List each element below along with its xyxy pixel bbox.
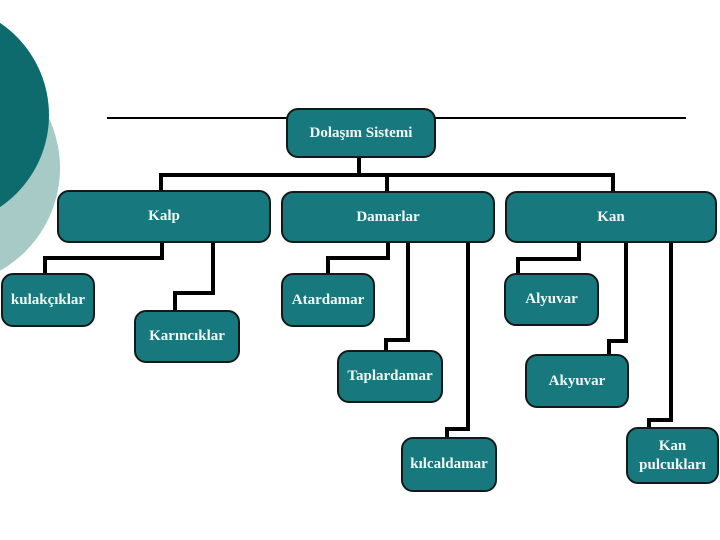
- node-kilcaldamar: kılcaldamar: [401, 437, 497, 492]
- dark-circle-decoration: [0, 22, 49, 208]
- connector-kan-akyuvar: [607, 243, 628, 354]
- connector-damarlar-taplardamar: [384, 243, 410, 350]
- node-atardamar: Atardamar: [281, 273, 375, 327]
- node-karinciklar: Karıncıklar: [134, 310, 240, 363]
- node-taplardamar: Taplardamar: [337, 350, 443, 403]
- connector-kalp-kulakciklar: [43, 243, 164, 273]
- node-kan: Kan: [505, 191, 717, 243]
- connector-damarlar-kilcaldamar: [445, 243, 470, 437]
- node-kalp: Kalp: [57, 190, 271, 243]
- connector-damarlar-atardamar: [326, 243, 390, 273]
- node-damarlar: Damarlar: [281, 191, 495, 243]
- node-dolasim-sistemi: Dolaşım Sistemi: [286, 108, 436, 158]
- node-alyuvar: Alyuvar: [504, 273, 599, 326]
- connector-kan-kanpulcuklari: [647, 243, 673, 428]
- node-kan-pulcuklari: Kan pulcukları: [626, 427, 719, 484]
- node-kulakciklar: kulakçıklar: [1, 273, 95, 327]
- connector-kalp-karinciklar: [173, 243, 215, 310]
- connector-kan-alyuvar: [516, 243, 581, 273]
- node-akyuvar: Akyuvar: [525, 354, 629, 408]
